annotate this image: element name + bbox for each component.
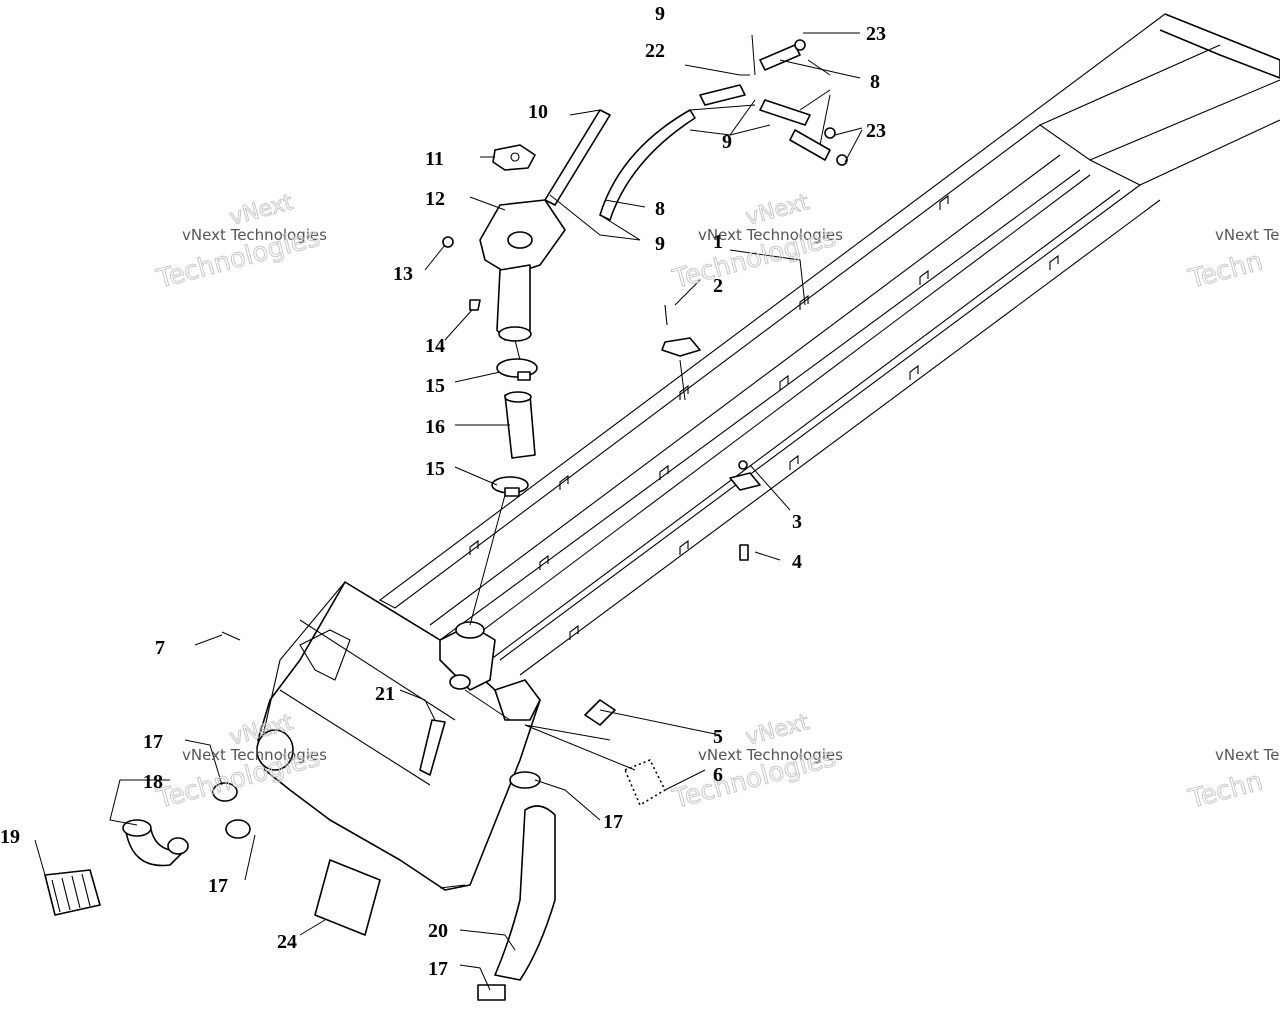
callout-12: 12 [425, 188, 445, 210]
watermark-label-5: vNext Technologies [698, 746, 843, 764]
callout-17-right: 17 [603, 811, 623, 833]
callout-8-top: 8 [870, 71, 880, 93]
watermark-label-3: vNext Tec [1215, 226, 1280, 244]
callout-8-mid: 8 [655, 198, 665, 220]
watermark-label-4: vNext Technologies [182, 746, 327, 764]
watermark-label-2: vNext Technologies [698, 226, 843, 244]
callout-2: 2 [713, 275, 723, 297]
callout-15-lower: 15 [425, 458, 445, 480]
watermark-technologies-3: Techn [1185, 246, 1266, 295]
fill-neck [479, 199, 566, 342]
watermark-label-6: vNext Tec [1215, 746, 1280, 764]
callout-9-lower: 9 [655, 233, 665, 255]
callout-10: 10 [528, 101, 548, 123]
callout-3: 3 [792, 511, 802, 533]
callout-9-middle: 9 [722, 131, 732, 153]
callout-24: 24 [277, 931, 297, 953]
callout-labels: 1 2 3 4 5 6 7 8 8 9 9 9 10 11 12 13 14 1… [0, 3, 886, 980]
callout-21: 21 [375, 683, 395, 705]
watermark-label-1: vNext Technologies [182, 226, 327, 244]
callout-7: 7 [155, 637, 165, 659]
callout-14: 14 [425, 335, 445, 357]
callout-23-lower: 23 [866, 120, 886, 142]
bleed-caps [794, 39, 848, 166]
callout-22: 22 [645, 40, 665, 62]
hose-clamps-17-left [212, 729, 294, 839]
hose-clamp-17-right [509, 771, 541, 789]
callout-17-bottom: 17 [428, 958, 448, 980]
bracket [419, 719, 446, 776]
elbow-hose [122, 819, 189, 867]
callout-9-top: 9 [655, 3, 665, 25]
radiator-cap [492, 144, 536, 171]
heat-exchanger-panel [257, 581, 541, 891]
callout-23-top: 23 [866, 23, 886, 45]
hose-clamp-lower [491, 476, 529, 497]
callout-1: 1 [713, 231, 723, 253]
leader-lines [34, 32, 863, 991]
callout-6: 6 [713, 764, 723, 786]
watermark-vnext-2: vNext [743, 190, 812, 231]
callout-4: 4 [792, 551, 802, 573]
callout-5: 5 [713, 726, 723, 748]
watermark-vnext-1: vNext [227, 190, 296, 231]
hose-clamp-upper [496, 358, 538, 381]
callout-20: 20 [428, 920, 448, 942]
callout-17-left-lower: 17 [208, 875, 228, 897]
watermark-technologies-6: Techn [1185, 766, 1266, 815]
watermark-vnext-5: vNext [743, 710, 812, 751]
coupler-hose [44, 869, 101, 916]
foam-pad [314, 859, 381, 936]
callout-18: 18 [143, 771, 163, 793]
callout-17-left-upper: 17 [143, 731, 163, 753]
small-parts [221, 236, 761, 806]
callout-15-upper: 15 [425, 375, 445, 397]
callout-13: 13 [393, 263, 413, 285]
return-hose [477, 805, 556, 1001]
short-hose [504, 391, 536, 459]
bleed-hoses [544, 44, 831, 221]
callout-16: 16 [425, 416, 445, 438]
callout-11: 11 [425, 148, 444, 170]
tunnel-rails [378, 13, 1280, 676]
callout-19: 19 [0, 826, 20, 848]
